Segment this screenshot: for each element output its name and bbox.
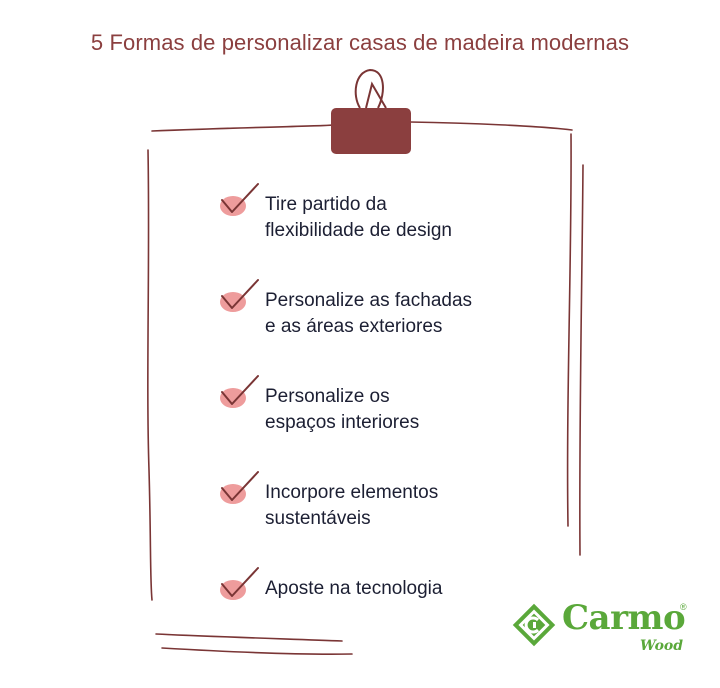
checklist: Tire partido da flexibilidade de design …: [216, 178, 536, 658]
logo-name: Carmo: [562, 598, 686, 638]
list-item: Personalize os espaços interiores: [216, 370, 536, 466]
item-label: Tire partido da flexibilidade de design: [265, 194, 452, 241]
checkmark-icon: [220, 471, 259, 504]
list-item: Incorpore elementos sustentáveis: [216, 466, 536, 562]
page-title: 5 Formas de personalizar casas de madeir…: [90, 30, 630, 55]
logo-registered-mark: ®: [680, 602, 687, 612]
item-label: Incorpore elementos sustentáveis: [265, 482, 439, 529]
logo-mark-icon: [512, 603, 556, 647]
checkmark-icon: [220, 375, 259, 408]
list-item: Tire partido da flexibilidade de design: [216, 178, 536, 274]
checkmark-icon: [220, 567, 259, 600]
binder-clip: [354, 68, 387, 109]
logo-subtitle: Wood: [640, 638, 684, 654]
list-item: Personalize as fachadas e as áreas exter…: [216, 274, 536, 370]
carmo-wood-logo: Carmo ® Wood: [512, 598, 692, 658]
checkmark-icon: [220, 183, 259, 216]
list-item: Aposte na tecnologia: [216, 562, 536, 658]
item-label: Personalize os espaços interiores: [265, 386, 420, 433]
item-label: Aposte na tecnologia: [265, 578, 443, 599]
item-label: Personalize as fachadas e as áreas exter…: [265, 290, 473, 337]
checkmark-icon: [220, 279, 259, 312]
